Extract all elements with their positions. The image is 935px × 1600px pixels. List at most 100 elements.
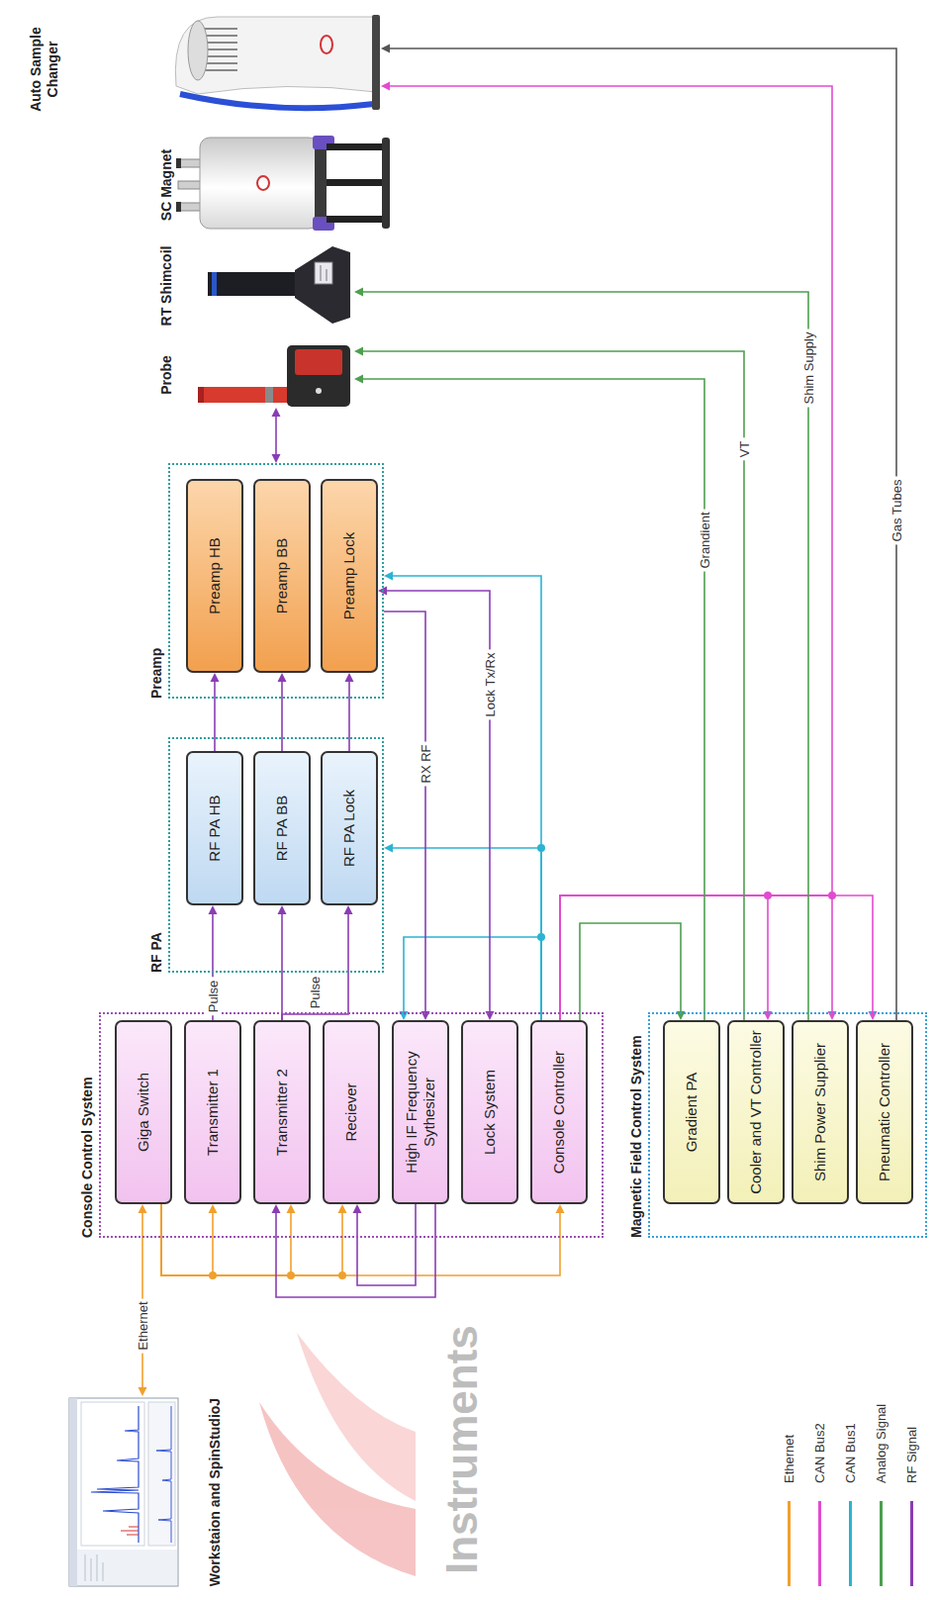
signal-label: RX RF	[418, 742, 434, 787]
sample-changer-picture	[187, 20, 208, 81]
part-name: SC Magnet	[158, 149, 176, 221]
workstation-screenshot	[69, 1398, 179, 1587]
connector-line	[362, 291, 809, 1021]
connector-line	[275, 415, 278, 456]
connector-line	[385, 590, 490, 1013]
junction-dots	[208, 1271, 217, 1280]
legend-swatch	[879, 1500, 883, 1587]
arrowhead	[286, 1204, 296, 1214]
workstation-screenshot	[156, 1405, 172, 1543]
connector	[161, 1204, 296, 1276]
probe-picture	[197, 386, 289, 403]
part-name: Auto Sample Changer	[27, 10, 62, 128]
arrowhead	[210, 672, 220, 682]
signal-label: Gas Tubes	[889, 476, 905, 546]
connector-line	[357, 1204, 416, 1286]
workstation-screenshot	[96, 1554, 98, 1582]
arrowhead	[138, 1387, 148, 1397]
controller-box: Cooler and VT Controller	[727, 1020, 785, 1205]
box-label: RF PA Lock	[340, 789, 359, 867]
magnet-picture	[176, 158, 182, 169]
receiver-box: Reciever	[322, 1020, 380, 1205]
legend-entry: CAN Bus1	[841, 1422, 860, 1484]
junction-dots	[537, 933, 546, 941]
arrowhead	[380, 82, 390, 92]
legend-text: RF Signal	[904, 1426, 920, 1484]
workstation-screenshot	[85, 1554, 87, 1582]
connector	[354, 374, 705, 1022]
preamp-box: Preamp HB	[186, 478, 244, 673]
sample-changer-picture	[372, 14, 380, 110]
signal-label: Pulse	[205, 977, 221, 1017]
junction-dots	[537, 843, 546, 852]
box-label: Preamp HB	[205, 537, 224, 615]
arrowhead	[272, 1204, 281, 1214]
magnet-picture	[199, 137, 319, 229]
connector-line	[161, 1204, 561, 1276]
logo-watermark	[259, 1332, 416, 1577]
signal-label: Pulse	[307, 973, 323, 1013]
preamp-box: Preamp Lock	[320, 478, 378, 673]
watermark-holder: Instruments	[437, 1324, 487, 1575]
connector	[272, 407, 281, 464]
connector-label-holder: RX RF	[416, 742, 435, 787]
connector-label-holder: Shim Supply	[799, 329, 818, 408]
part-name: Probe	[158, 355, 176, 395]
group-heading-holder: RF PA	[147, 932, 166, 973]
transmitter-box: Transmitter 2	[253, 1020, 311, 1205]
arrowhead	[380, 44, 390, 54]
logo-watermark	[296, 1332, 416, 1501]
legend-swatch	[818, 1500, 822, 1587]
preamp-box: Preamp BB	[253, 478, 311, 673]
connector	[399, 936, 543, 1021]
sample-changer-picture	[320, 35, 333, 54]
connector-line	[280, 913, 283, 1021]
workstation-screenshot	[120, 1526, 139, 1535]
connector-line	[276, 1204, 436, 1298]
arrowhead	[278, 905, 287, 915]
controller-box: Console Controller	[530, 1020, 588, 1205]
junction-dots	[763, 891, 772, 900]
junction-dots	[286, 1271, 295, 1280]
arrowhead	[138, 1204, 148, 1214]
arrowhead	[354, 347, 364, 357]
connector	[161, 1204, 348, 1276]
arrowhead	[338, 1204, 348, 1214]
legend-text: CAN Bus1	[842, 1422, 858, 1484]
probe-picture	[265, 386, 274, 403]
probe-picture	[294, 349, 343, 375]
signal-label: Shim Supply	[801, 329, 817, 408]
workstation-screenshot	[102, 1562, 104, 1582]
connector-line	[579, 923, 681, 1021]
magnet-picture	[314, 135, 327, 231]
magnet-picture	[326, 179, 384, 187]
group-heading-holder: Magnetic Field Control System	[627, 1034, 646, 1238]
group-heading: Magnetic Field Control System	[628, 1034, 645, 1238]
arrowhead	[383, 571, 393, 581]
connector	[354, 287, 809, 1022]
magnetic-group: Magnetic Field Control SystemGradient PA…	[648, 1012, 928, 1238]
signal-label: Ethernet	[135, 1298, 151, 1353]
connector-line	[560, 895, 833, 1021]
connector-label-holder: Pulse	[305, 973, 324, 1013]
console-group: Console Control SystemGiga SwitchTransmi…	[98, 1012, 604, 1238]
connector-line	[213, 680, 216, 751]
connector-label-holder: Lock Tx/Rx	[480, 650, 499, 721]
box-label: RF PA HB	[205, 794, 224, 861]
sample-changer: Auto Sample Changer	[27, 10, 381, 128]
connector	[354, 347, 745, 1022]
connector-line	[348, 680, 351, 751]
magnet: SC Magnet	[158, 133, 391, 237]
legend-text: Analog Signal	[873, 1403, 889, 1484]
connector-line	[362, 378, 705, 1021]
arrowhead	[354, 374, 364, 384]
shimcoil-picture	[207, 272, 299, 296]
part-name: RT Shimcoil	[158, 246, 176, 327]
arrowhead	[272, 454, 281, 464]
connector	[353, 1204, 417, 1286]
supply-box: Shim Power Supplier	[791, 1020, 849, 1205]
group-heading-holder: Preamp	[147, 648, 166, 699]
shimcoil-picture	[326, 269, 328, 281]
legend-entry: RF Signal	[902, 1426, 922, 1484]
box-label: Preamp Lock	[340, 532, 359, 620]
